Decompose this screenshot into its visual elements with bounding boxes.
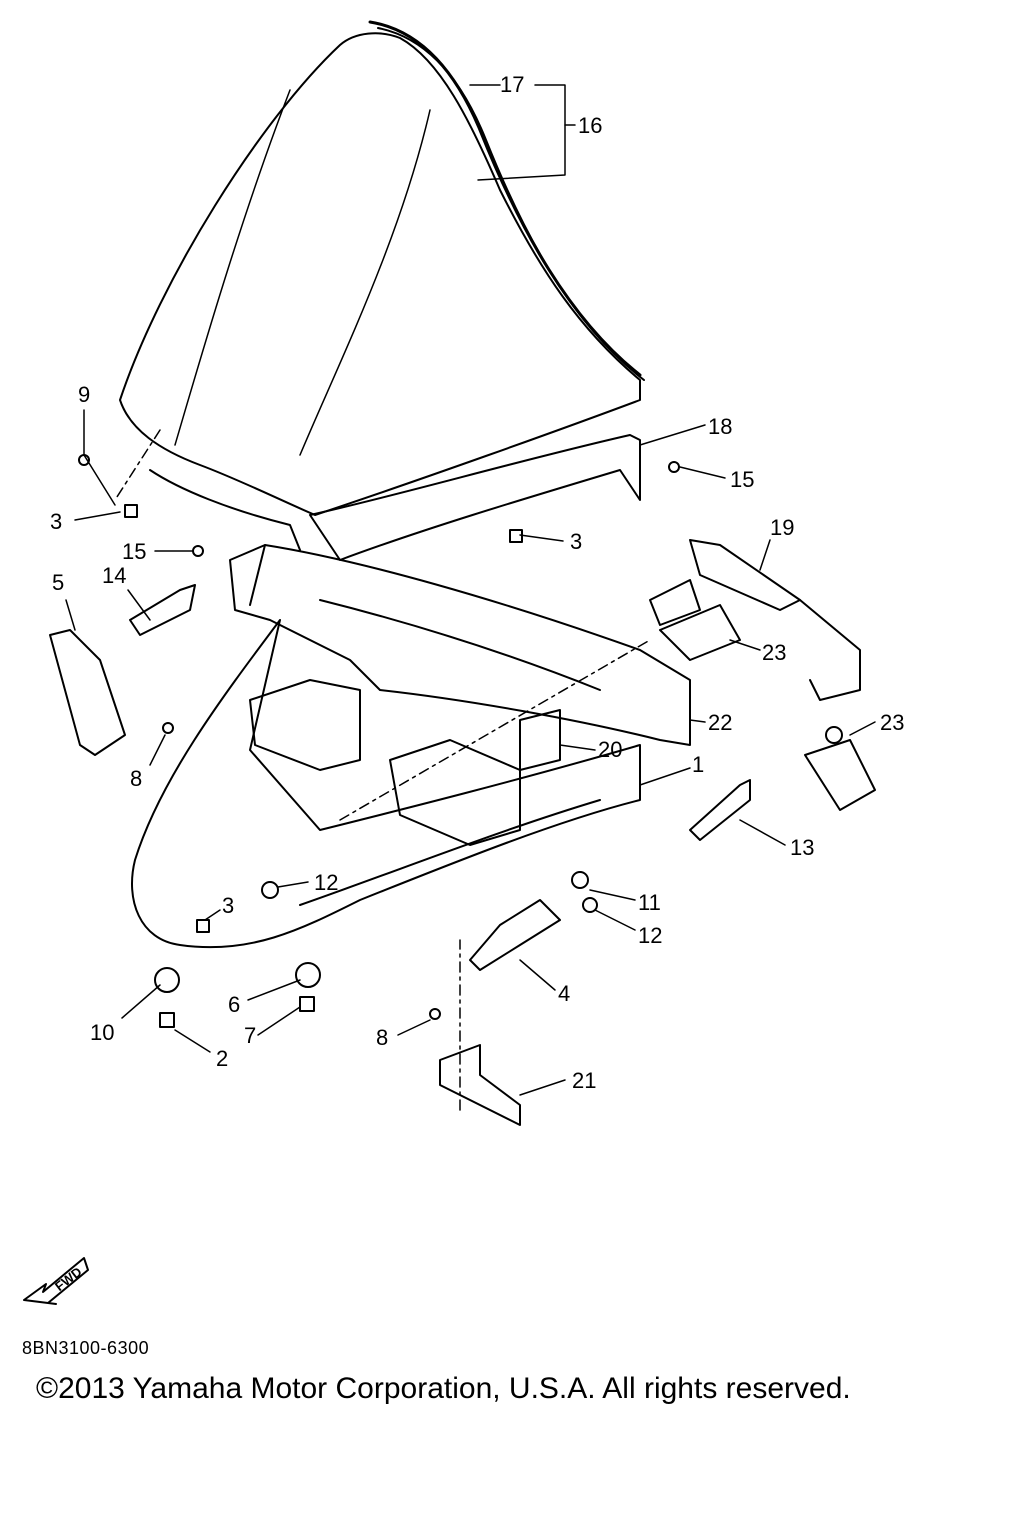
callout-6: 6: [228, 992, 240, 1017]
leader-lines: [65, 84, 876, 1111]
callout-13: 13: [790, 835, 814, 860]
callout-7: 7: [244, 1023, 256, 1048]
exploded-parts-diagram: 17 16 18 15 19 9 3 3 15 14 5 23 22 23 8 …: [49, 20, 904, 1126]
fwd-arrow-icon: FWD: [23, 1257, 89, 1305]
callout-5: 5: [52, 570, 64, 595]
windshield: [119, 32, 641, 516]
callout-labels: 17 16 18 15 19 9 3 3 15 14 5 23 22 23 8 …: [50, 72, 904, 1093]
callout-3: 3: [570, 529, 582, 554]
front-cowl: [131, 619, 641, 949]
callout-12: 12: [638, 923, 662, 948]
callout-15: 15: [122, 539, 146, 564]
bracket: [649, 539, 861, 701]
callout-18: 18: [708, 414, 732, 439]
lower-cowl: [229, 544, 691, 746]
callout-3: 3: [222, 893, 234, 918]
rod-part-21: [439, 1044, 521, 1126]
callout-15: 15: [730, 467, 754, 492]
stays: [49, 584, 751, 971]
windshield-trim: [368, 20, 645, 381]
callout-8: 8: [376, 1025, 388, 1050]
trim-seal: [149, 434, 641, 561]
callout-4: 4: [558, 981, 570, 1006]
meter-panel: [249, 679, 561, 846]
callout-1: 1: [692, 752, 704, 777]
part-code: 8BN3100-6300: [22, 1338, 150, 1358]
callout-16: 16: [578, 113, 602, 138]
callout-20: 20: [598, 737, 622, 762]
callout-8: 8: [130, 766, 142, 791]
callout-10: 10: [90, 1020, 114, 1045]
callout-9: 9: [78, 382, 90, 407]
callout-14: 14: [102, 563, 126, 588]
callout-22: 22: [708, 710, 732, 735]
callout-21: 21: [572, 1068, 596, 1093]
callout-11: 11: [638, 890, 661, 915]
callout-23: 23: [880, 710, 904, 735]
callout-23: 23: [762, 640, 786, 665]
callout-3: 3: [50, 509, 62, 534]
fasteners: [78, 454, 843, 1028]
callout-19: 19: [770, 515, 794, 540]
callout-17: 17: [500, 72, 524, 97]
callout-2: 2: [216, 1046, 228, 1071]
callout-12: 12: [314, 870, 338, 895]
bracket-23: [659, 604, 876, 811]
copyright-notice: ©2013 Yamaha Motor Corporation, U.S.A. A…: [36, 1372, 851, 1405]
